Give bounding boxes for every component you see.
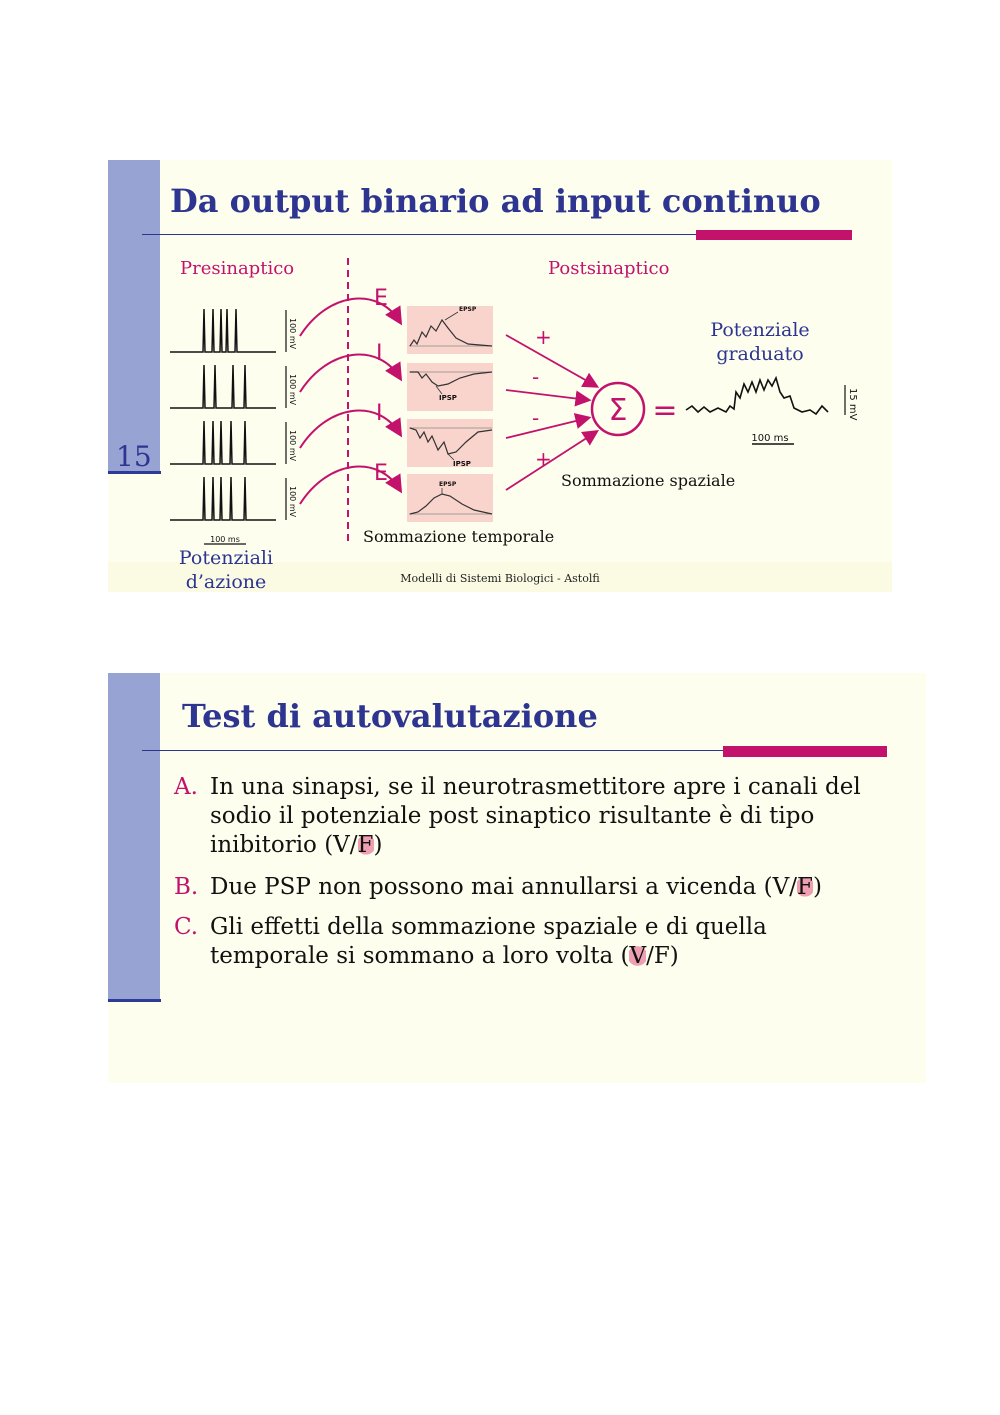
sidebar-bar <box>108 160 160 473</box>
time-scale-label-left: 100 ms <box>210 535 240 544</box>
footer-text: Modelli di Sistemi Biologici - Astolfi <box>400 572 600 585</box>
arrow-curve-3 <box>299 409 403 449</box>
question-text-line: Gli effetti della sommazione spaziale e … <box>210 914 767 940</box>
time-scale-label-right: 100 ms <box>751 433 788 444</box>
arrow-curve-2 <box>299 353 403 393</box>
arrow-to-sum-1 <box>505 334 600 388</box>
label-presinaptico: Presinaptico <box>180 258 295 279</box>
synapse-type-1: E <box>374 286 388 311</box>
label-sommazione-temporale: Sommazione temporale <box>363 527 555 546</box>
answer-highlight: V <box>629 943 647 969</box>
footer-band <box>108 562 892 592</box>
label-sommazione-spaziale: Sommazione spaziale <box>561 471 736 490</box>
sidebar-rule <box>108 999 161 1002</box>
answer-highlight: F <box>796 874 813 900</box>
equals-symbol: = <box>652 393 677 428</box>
page-number: 15 <box>116 440 152 473</box>
psp-box-1: EPSP <box>407 306 493 354</box>
question-text: In una sinapsi, se il neurotrasmettitore… <box>210 773 870 860</box>
sign-2: - <box>532 365 539 389</box>
slide-1: 15 Da output binario ad input continuo M… <box>108 160 892 594</box>
question-text-line: temporale si sommano a loro volta (V/F) <box>210 943 679 969</box>
question-text-line: Due PSP non possono mai annullarsi a vic… <box>210 874 822 900</box>
title-rule <box>142 750 886 751</box>
sidebar-bar <box>108 673 160 1001</box>
question-letter: C. <box>174 914 199 940</box>
slide-2: Test di autovalutazione A. In una sinapsi… <box>108 673 926 1083</box>
spike-train-4 <box>170 476 276 521</box>
arrow-to-sum-4 <box>505 430 600 491</box>
synapse-type-2: I <box>376 341 383 366</box>
sign-3: - <box>532 406 539 430</box>
slide-title: Test di autovalutazione <box>182 697 598 735</box>
arrow-to-sum-2 <box>505 389 592 407</box>
title-rule <box>142 234 852 235</box>
question-text-line: inibitorio (V/F) <box>210 832 383 858</box>
label-postsinaptico: Postsinaptico <box>548 258 670 279</box>
voltage-scale-label-right: 15 mV <box>847 388 858 421</box>
synapse-type-3: I <box>376 401 383 426</box>
question-letter: A. <box>174 774 198 800</box>
label-potenziale-graduato: Potenziale graduato <box>710 319 810 366</box>
sum-symbol: Σ <box>609 393 628 428</box>
arrow-to-sum-3 <box>505 413 592 439</box>
graded-potential-trace <box>685 375 829 416</box>
spike-train-3 <box>170 420 276 465</box>
question-text: Due PSP non possono mai annullarsi a vic… <box>210 873 870 902</box>
title-accent-bar <box>723 746 887 757</box>
svg-text:IPSP: IPSP <box>453 460 471 468</box>
psp-box-2: IPSP <box>407 363 493 411</box>
synaptic-summation-diagram: 100 mV 100 mV 100 mV 100 mV 100 ms E I I… <box>170 258 858 545</box>
sign-1: + <box>535 325 552 349</box>
svg-text:EPSP: EPSP <box>459 306 477 313</box>
sidebar-rule <box>108 471 161 474</box>
label-potenziali-azione: Potenziali d’azione <box>178 547 274 594</box>
svg-text:EPSP: EPSP <box>439 481 457 488</box>
sign-4: + <box>535 447 552 471</box>
sum-circle <box>590 381 646 437</box>
question-letter: B. <box>174 874 199 900</box>
voltage-scale-label-1: 100 mV <box>288 318 297 350</box>
voltage-scale-label-4: 100 mV <box>288 486 297 518</box>
psp-box-3: IPSP <box>407 419 493 468</box>
synapse-type-4: E <box>374 461 388 486</box>
spike-train-1 <box>170 308 276 353</box>
arrow-curve-1 <box>299 297 403 337</box>
question-text-line: sodio il potenziale post sinaptico risul… <box>210 803 815 829</box>
question-text-line: In una sinapsi, se il neurotrasmettitore… <box>210 774 861 800</box>
voltage-scale-label-3: 100 mV <box>288 430 297 462</box>
svg-text:IPSP: IPSP <box>439 394 457 402</box>
answer-highlight: F <box>357 832 374 858</box>
slide-title: Da output binario ad input continuo <box>170 182 821 220</box>
arrow-curve-4 <box>299 465 403 505</box>
title-accent-bar <box>696 230 852 240</box>
question-text: Gli effetti della sommazione spaziale e … <box>210 913 870 971</box>
spike-train-2 <box>170 364 276 409</box>
psp-box-4: EPSP <box>407 474 493 522</box>
voltage-scale-label-2: 100 mV <box>288 374 297 406</box>
